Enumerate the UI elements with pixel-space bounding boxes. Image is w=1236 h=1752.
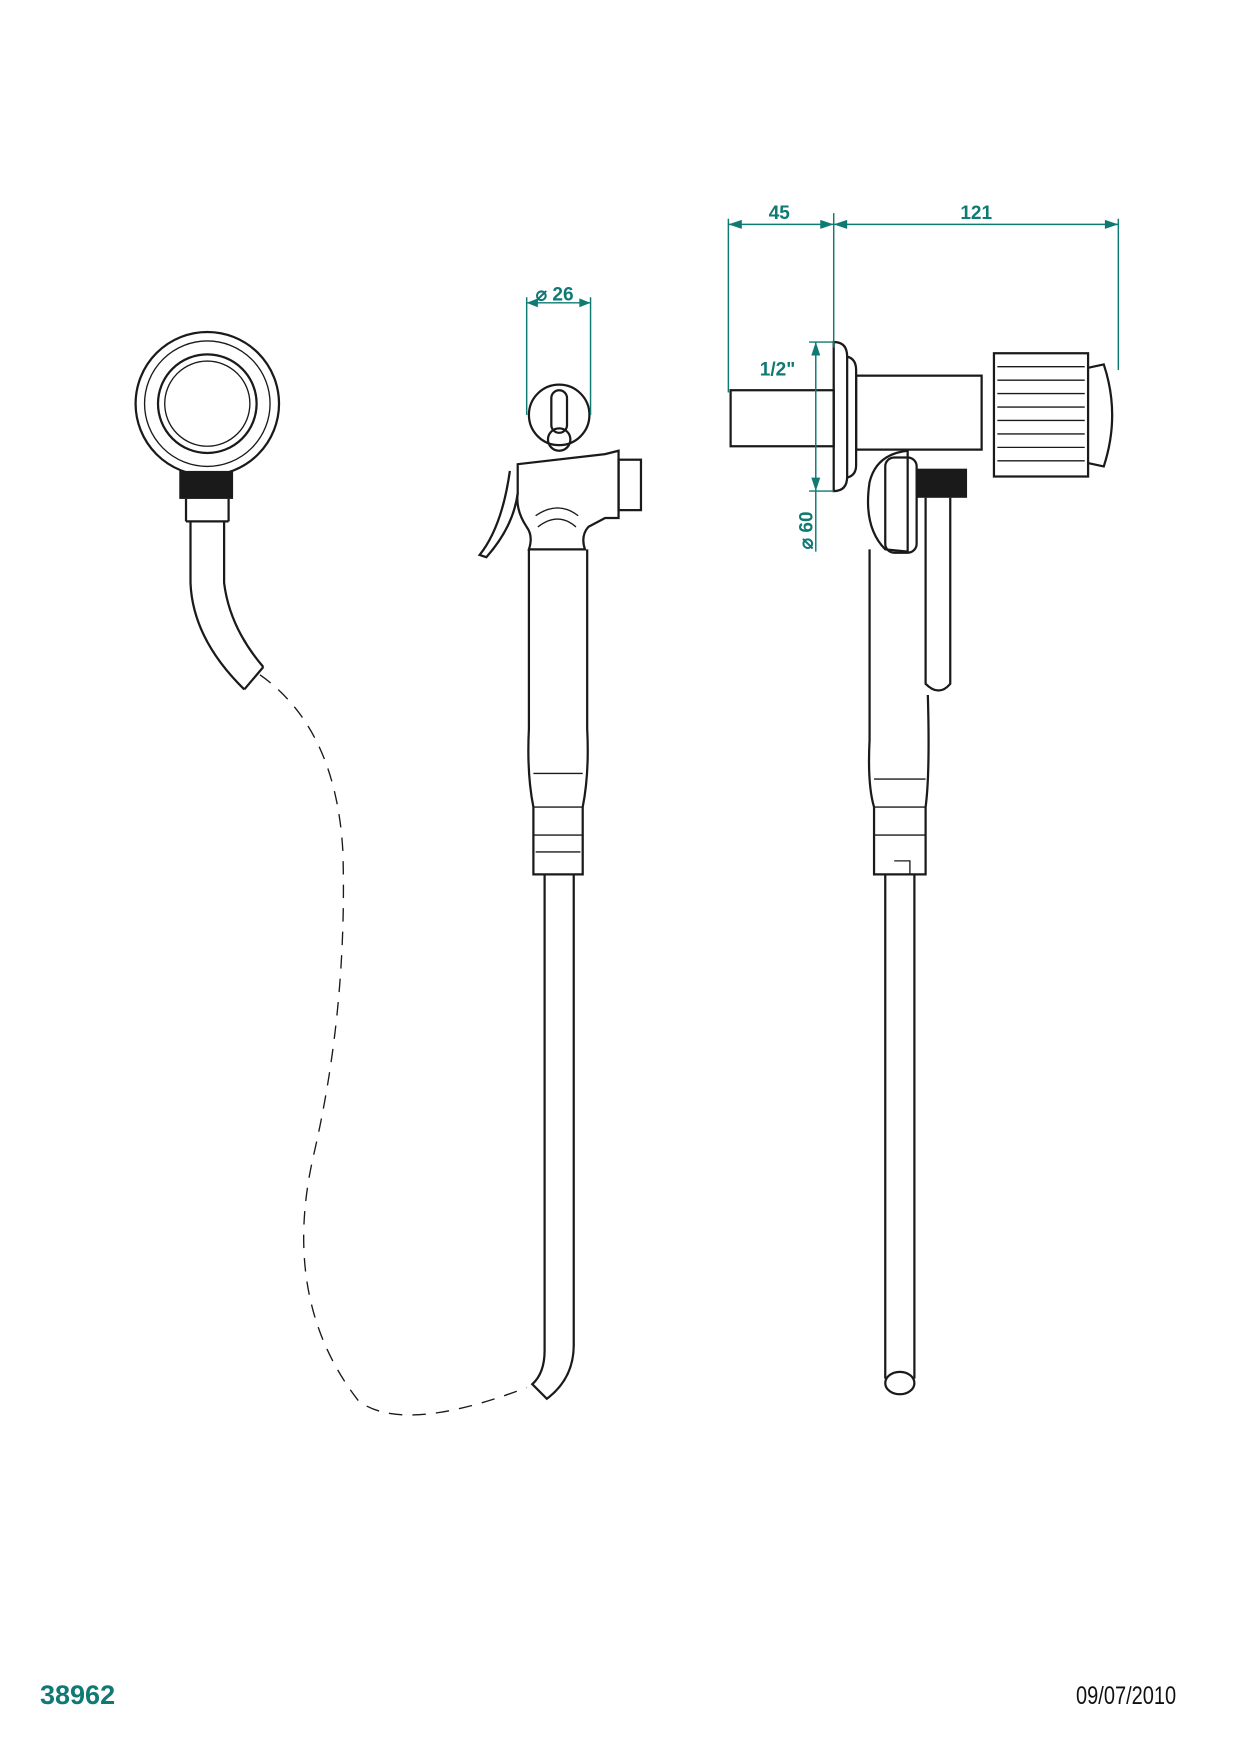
product-code: 38962: [40, 1680, 116, 1710]
dimension-thread: 1/2": [760, 360, 795, 381]
drawing-date: 09/07/2010: [1075, 1682, 1176, 1710]
dimension-diameter-60: ⌀ 60: [796, 511, 817, 549]
front-view-outlet: [134, 330, 527, 1416]
profile-view: [729, 340, 1114, 1396]
dimension-lines: [525, 213, 1120, 552]
dimension-diameter-26: ⌀ 26: [536, 285, 574, 306]
dimension-121: 121: [960, 203, 992, 224]
dimension-45: 45: [769, 203, 791, 224]
side-view-handset: [477, 383, 643, 1401]
